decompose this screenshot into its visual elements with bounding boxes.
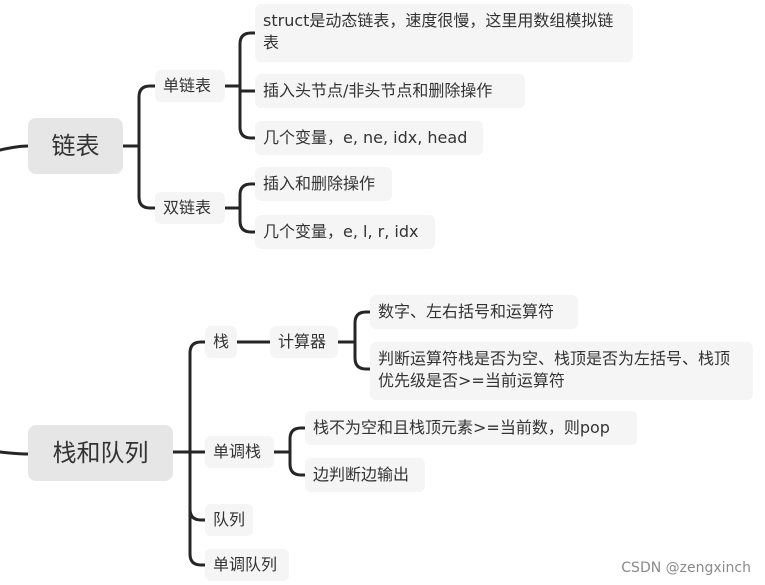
connector-double-leaf-1 [238, 182, 253, 210]
leaf-mono-stack-output[interactable]: 边判断边输出 [305, 458, 425, 492]
node-linked-list[interactable]: 链表 [28, 118, 123, 174]
node-stack-and-queue[interactable]: 栈和队列 [28, 425, 173, 481]
node-double-linked-list[interactable]: 双链表 [155, 192, 225, 224]
root-connector-stack-queue [0, 450, 30, 456]
connector-double-leaf-2 [238, 206, 253, 234]
connector-linked-list-branch-1 [137, 84, 152, 148]
connector-calculator-leaf-2 [353, 340, 368, 371]
connector-calculator-leaf-1 [353, 310, 368, 344]
connector-stack-queue-branch-3 [188, 450, 203, 522]
leaf-double-variables[interactable]: 几个变量，e, l, r, idx [255, 215, 435, 249]
node-queue[interactable]: 队列 [205, 504, 253, 536]
leaf-single-insert-delete[interactable]: 插入头节点/非头节点和删除操作 [255, 74, 525, 108]
connector-single-leaf-2 [238, 84, 257, 93]
node-single-linked-list[interactable]: 单链表 [155, 70, 225, 102]
connector-stack-queue-branch-4 [188, 450, 203, 567]
root-connector-linked-list [0, 144, 30, 152]
leaf-single-struct-note[interactable]: struct是动态链表，速度很慢，这里用数组模拟链表 [255, 4, 633, 62]
connector-single-leaf-3 [238, 84, 253, 140]
node-calculator[interactable]: 计算器 [270, 326, 338, 358]
leaf-calculator-rules[interactable]: 判断运算符栈是否为空、栈顶是否为左括号、栈顶优先级是否>=当前运算符 [370, 342, 753, 400]
node-stack[interactable]: 栈 [205, 326, 237, 358]
node-monotonic-queue[interactable]: 单调队列 [205, 549, 289, 581]
connector-single-leaf-1 [238, 31, 253, 88]
leaf-single-variables[interactable]: 几个变量，e, ne, idx, head [255, 121, 483, 155]
leaf-double-insert-delete[interactable]: 插入和删除操作 [255, 167, 392, 201]
connector-linked-list-branch-2 [137, 144, 152, 210]
connector-mono-stack-leaf-1 [288, 426, 303, 454]
leaf-calculator-tokens[interactable]: 数字、左右括号和运算符 [370, 295, 578, 329]
node-monotonic-stack[interactable]: 单调栈 [205, 436, 274, 468]
connector-mono-stack-leaf-2 [288, 450, 303, 477]
watermark: CSDN @zengxinch [621, 560, 751, 576]
leaf-mono-stack-pop-rule[interactable]: 栈不为空和且栈顶元素>=当前数，则pop [305, 411, 637, 445]
connector-stack-queue-branch-1 [188, 340, 203, 454]
